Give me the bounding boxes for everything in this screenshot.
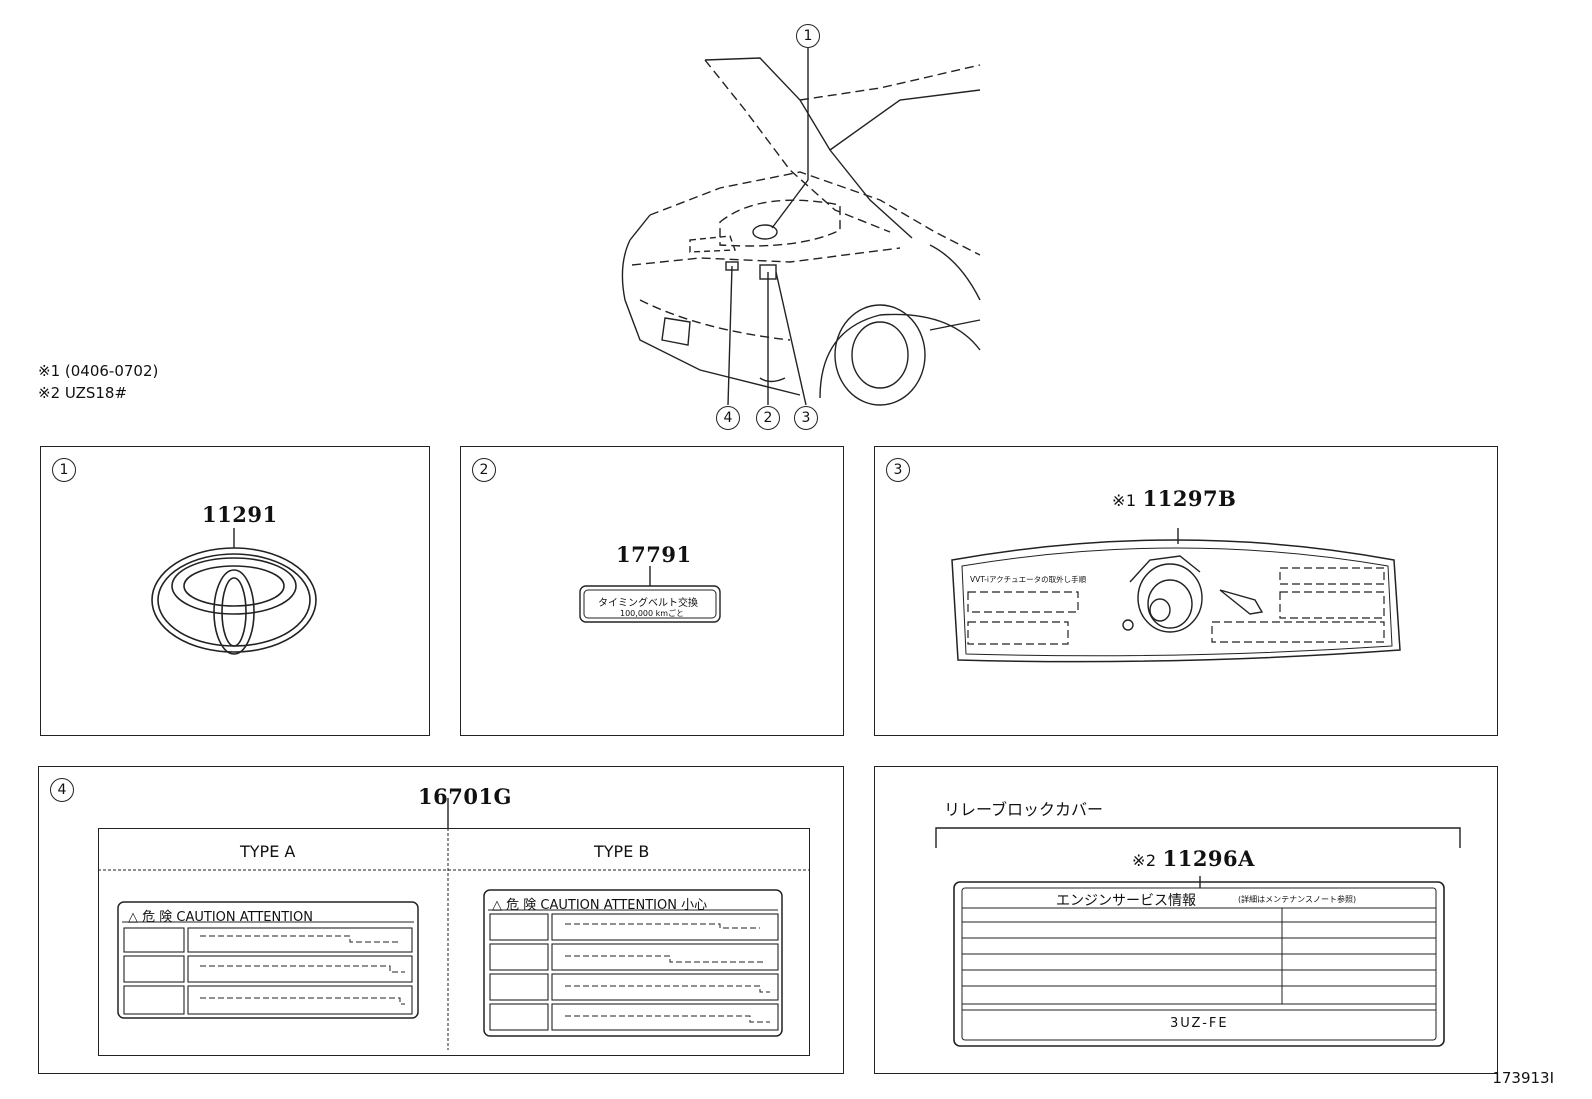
panel-3-number: 3 bbox=[886, 458, 910, 482]
type-b-heading: TYPE B bbox=[594, 842, 650, 861]
panel-vvt bbox=[874, 446, 1498, 736]
part-number-16701g[interactable]: 16701G bbox=[418, 784, 512, 809]
caution-label-b bbox=[483, 889, 783, 1037]
vvt-label-shape bbox=[951, 539, 1401, 663]
vvt-label-text: VVT-iアクチュエータの取外し手順 bbox=[970, 575, 1087, 584]
caution-label-a bbox=[117, 901, 419, 1019]
note-1: ※1 (0406-0702) bbox=[38, 362, 159, 380]
part-number-17791[interactable]: 17791 bbox=[616, 542, 692, 567]
note-marker-2: ※2 bbox=[1132, 851, 1157, 870]
vvt-actuator-icon bbox=[1122, 555, 1264, 633]
service-info-label bbox=[953, 881, 1445, 1047]
part-number-11297b-text: 11297B bbox=[1142, 486, 1237, 511]
callout-4[interactable]: 4 bbox=[716, 406, 740, 430]
caution-text-b: △ 危 険 CAUTION ATTENTION 小心 bbox=[492, 898, 708, 913]
note-marker-1: ※1 bbox=[1112, 491, 1137, 510]
relay-cover-heading: リレーブロックカバー bbox=[944, 800, 1104, 819]
service-info-sub: (詳細はメンテナンスノート参照) bbox=[1238, 895, 1357, 904]
panel-2-number: 2 bbox=[472, 458, 496, 482]
callout-2[interactable]: 2 bbox=[756, 406, 780, 430]
applicability-notes: ※1 (0406-0702) ※2 UZS18# bbox=[38, 360, 158, 404]
callout-3[interactable]: 3 bbox=[794, 406, 818, 430]
engine-code: 3UZ-FE bbox=[1170, 1016, 1229, 1031]
type-a-heading: TYPE A bbox=[240, 842, 296, 861]
panel-4-number: 4 bbox=[50, 778, 74, 802]
panel-emblem bbox=[40, 446, 430, 736]
diagram-id: 173913I bbox=[1492, 1069, 1554, 1087]
part-number-11291[interactable]: 11291 bbox=[202, 502, 278, 527]
part-number-11296a-text: 11296A bbox=[1162, 846, 1255, 871]
panel-relay-cover bbox=[874, 766, 1498, 1074]
timing-belt-line1: タイミングベルト交換 bbox=[598, 598, 698, 609]
service-info-title: エンジンサービス情報 bbox=[1056, 893, 1196, 909]
type-table bbox=[98, 828, 810, 1056]
note-2: ※2 UZS18# bbox=[38, 384, 128, 402]
timing-belt-label bbox=[579, 585, 721, 623]
hood-outline bbox=[704, 57, 913, 239]
panel-timing-belt bbox=[460, 446, 844, 736]
leader-3 bbox=[775, 271, 807, 406]
part-number-11296a[interactable]: ※2 11296A bbox=[1132, 846, 1255, 871]
caution-text-a: △ 危 険 CAUTION ATTENTION bbox=[128, 910, 313, 925]
leader-4 bbox=[727, 265, 733, 406]
panel-caution bbox=[38, 766, 844, 1074]
timing-belt-line2: 100,000 kmごと bbox=[620, 609, 685, 618]
part-number-11297b[interactable]: ※1 11297B bbox=[1112, 486, 1236, 511]
toyota-emblem-icon bbox=[151, 547, 317, 655]
panel-1-number: 1 bbox=[52, 458, 76, 482]
callout-1[interactable]: 1 bbox=[796, 24, 820, 48]
